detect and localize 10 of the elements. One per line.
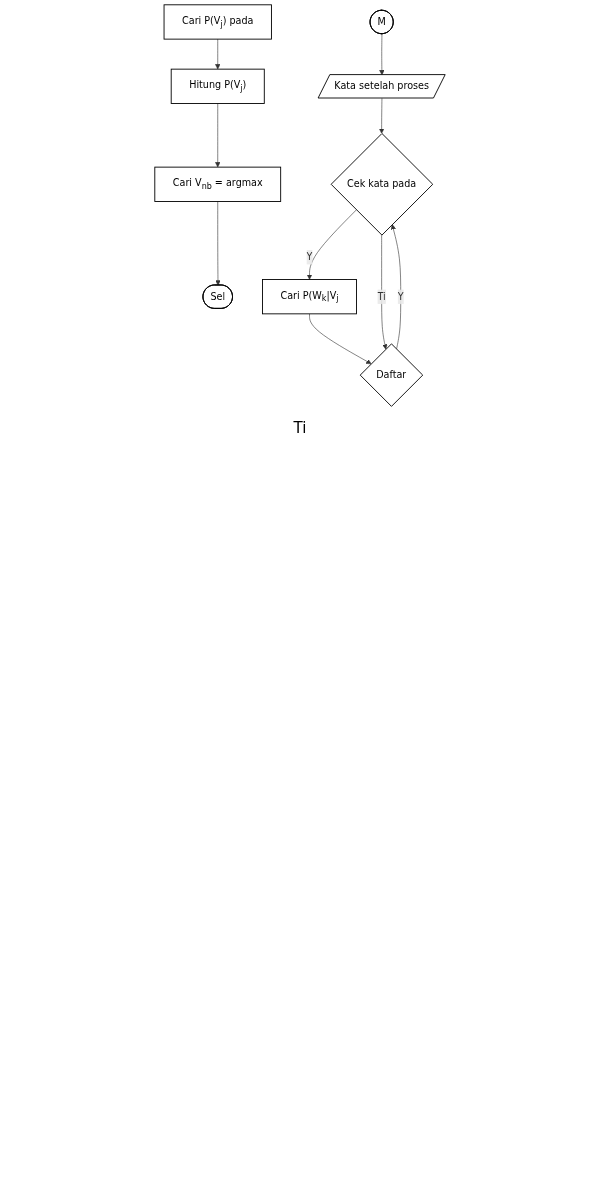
node-box: Cari P(V$_{j}$) pada <box>163 4 272 40</box>
edge-label: Y <box>397 290 404 303</box>
node-box: Cari V$_{nb}$ = argmax <box>154 166 282 202</box>
edge-label: Ti <box>377 290 386 303</box>
node-diamond: Cek kata pada <box>330 133 434 236</box>
node-box: Hitung P(V$_{j}$) <box>170 68 265 104</box>
edge-label: Y <box>306 251 313 263</box>
note-text: Ti <box>293 419 307 438</box>
node-diamond: Daftar <box>359 343 424 407</box>
node-box: Cari P(W$_{k}$|V$_{j}$ <box>262 279 357 315</box>
